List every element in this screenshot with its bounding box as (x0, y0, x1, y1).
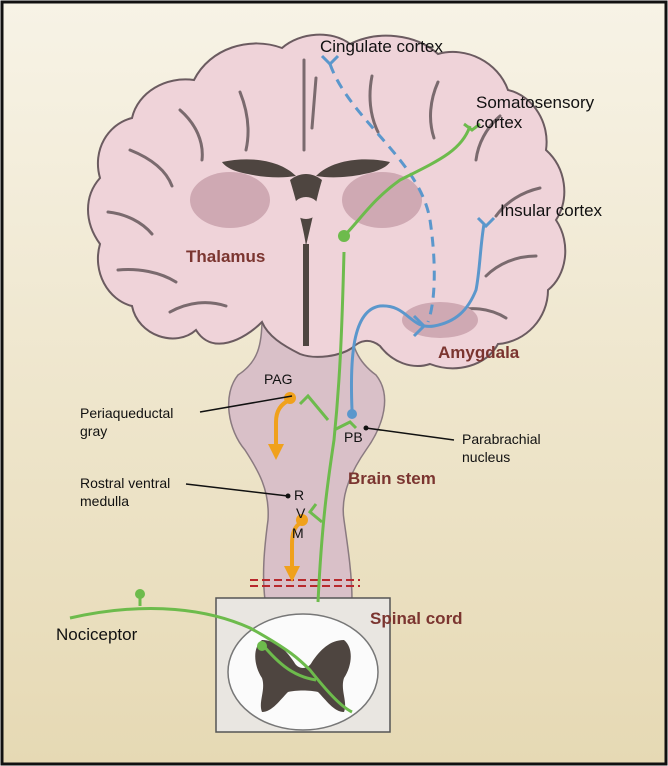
insular-terminal-icon (476, 216, 496, 229)
sulcus (310, 76, 318, 130)
label-cingulate-cortex: Cingulate cortex (320, 37, 443, 56)
parabrachial-leader-dot (363, 425, 369, 431)
sulcus (474, 114, 502, 162)
cingulate-terminal-icon (320, 54, 340, 67)
sulcus (178, 108, 204, 162)
label-parabrachial-nucleus: nucleus (462, 449, 510, 465)
periaqueductal-leader (199, 395, 293, 413)
rvm-collateral-terminal-icon (307, 503, 323, 524)
thalamus-shade-right (342, 172, 422, 228)
label-pag: PAG (264, 371, 293, 387)
sulcus (116, 268, 178, 284)
pb-collateral-terminal-icon (333, 420, 358, 432)
dorsal-horn-green-cell (257, 641, 267, 651)
label-rvm-m: M (292, 525, 304, 541)
amygdala-terminal-icon (412, 314, 427, 338)
thalamocortical-pathway (342, 125, 472, 238)
parabrachial-leader (365, 427, 455, 441)
label-somatosensory: Somatosensory (476, 93, 595, 112)
label-parabrachial: Parabrachial (462, 431, 541, 447)
label-rostral: Rostral ventral (80, 475, 170, 491)
rostral-leader (185, 483, 289, 497)
third-ventricle (303, 244, 309, 346)
blue-pathways (320, 54, 496, 411)
nociceptor-afferent (69, 607, 353, 714)
spinothalamic-tract (316, 251, 346, 603)
brain-sulci (106, 58, 542, 320)
cut-line (250, 579, 360, 587)
cerebrum-shape (87, 33, 567, 370)
leader-lines (185, 395, 455, 497)
label-rvm-r: R (294, 487, 304, 503)
label-periaqueductal: Periaqueductal (80, 405, 173, 421)
label-amygdala: Amygdala (438, 343, 520, 362)
pb-blue-cell (347, 409, 357, 419)
label-insular-cortex: Insular cortex (500, 201, 603, 220)
label-rostral-medulla: medulla (80, 493, 129, 509)
sulcus (168, 301, 228, 314)
sulcus (368, 74, 380, 134)
sulcus (484, 254, 538, 278)
sulcus (429, 80, 440, 140)
lateral-ventricle-right (316, 159, 390, 178)
descending-arrows (268, 392, 308, 582)
label-rvm-v: V (296, 505, 306, 521)
sulcus (128, 148, 174, 188)
insular-pathway (349, 223, 486, 411)
descending-arrow-icon (284, 566, 300, 582)
label-thalamus: Thalamus (186, 247, 265, 266)
pag-collateral-terminal-icon (298, 393, 330, 421)
sulcus (106, 210, 154, 236)
pag-orange-cell (284, 392, 296, 404)
fornix (293, 197, 319, 219)
label-pb: PB (344, 429, 363, 445)
lateral-ventricle-left (222, 159, 296, 178)
thalamus-green-cell (338, 230, 350, 242)
label-somatosensory-cortex: cortex (476, 113, 523, 132)
cingulate-dashed-pathway (328, 63, 436, 323)
rvm-orange-cell (296, 514, 308, 526)
thalamus-shade-left (190, 172, 270, 228)
green-pathways (69, 122, 481, 714)
sulcus (494, 186, 542, 218)
rostral-leader-dot (285, 493, 291, 499)
nociceptor-cell-body (135, 589, 145, 599)
sulcus (238, 90, 250, 152)
somatosensory-terminal-icon (463, 122, 481, 132)
descending-arrow-icon (268, 444, 284, 460)
label-periaqueductal-gray: gray (80, 423, 107, 439)
ventricles (222, 159, 390, 346)
label-spinal-cord: Spinal cord (370, 609, 463, 628)
label-brain-stem: Brain stem (348, 469, 436, 488)
label-nociceptor: Nociceptor (56, 625, 138, 644)
